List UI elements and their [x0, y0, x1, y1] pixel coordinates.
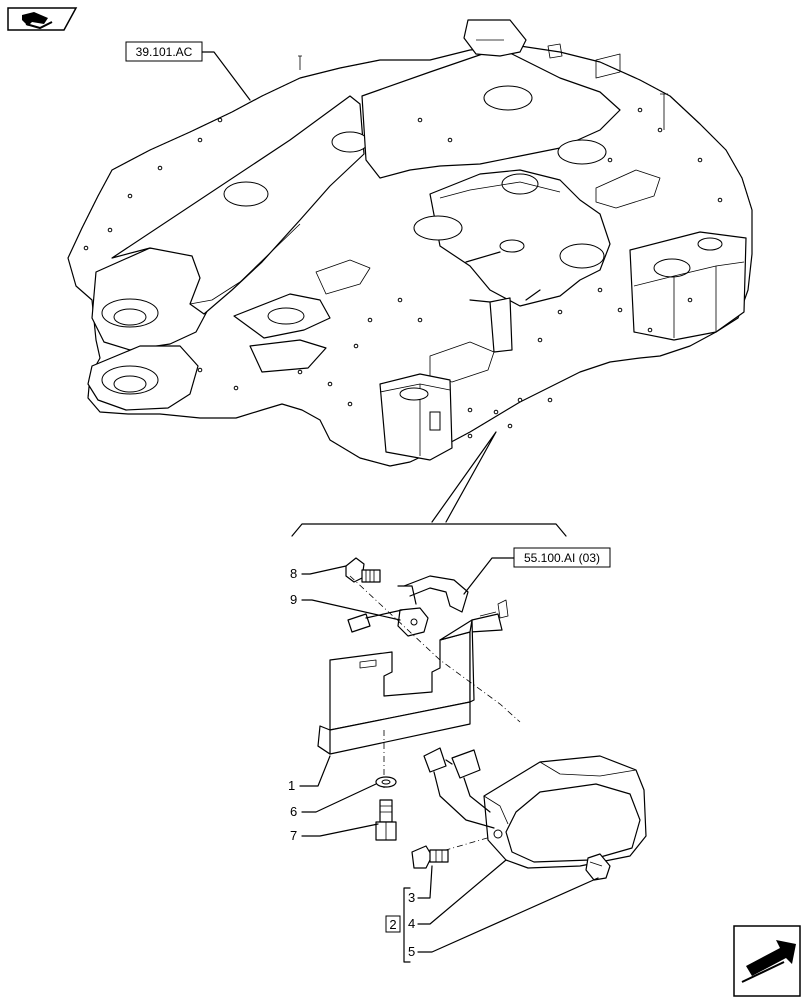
- cable-clip-9[interactable]: [347, 585, 429, 637]
- callout-4: 4: [408, 916, 415, 931]
- callout-3: 3: [408, 890, 415, 905]
- work-light-4[interactable]: [423, 747, 647, 869]
- callout-leaders: [299, 565, 599, 963]
- callout-2: 2: [389, 917, 396, 932]
- harness-reference-leader: [463, 557, 515, 595]
- screw-centerline: [431, 835, 495, 855]
- callout-8: 8: [290, 566, 297, 581]
- callout-6: 6: [290, 804, 297, 819]
- callout-7: 7: [290, 828, 297, 843]
- deck-bolt-holes: [83, 107, 723, 439]
- bolt-8[interactable]: [345, 557, 381, 583]
- upper-frame-assembly: [67, 19, 753, 467]
- callout-9: 9: [290, 592, 297, 607]
- washer-6[interactable]: [375, 776, 397, 788]
- assembly-centerline: [349, 575, 521, 723]
- next-page-arrow-icon[interactable]: [733, 925, 801, 997]
- callout-1: 1: [288, 778, 295, 793]
- kit-callout-box: 2: [385, 915, 401, 933]
- frame-reference-box[interactable]: 39.101.AC: [125, 41, 203, 62]
- callout-5: 5: [408, 944, 415, 959]
- detail-pointer-lines: [431, 431, 497, 523]
- screw-3[interactable]: [411, 845, 449, 869]
- bulb-5[interactable]: [585, 853, 611, 881]
- frame-reference-label: 39.101.AC: [136, 45, 193, 59]
- back-to-index-icon[interactable]: [7, 7, 78, 31]
- wire-harness-tube: [403, 575, 469, 613]
- detail-bracket-line: [291, 523, 567, 537]
- harness-reference-label: 55.100.AI (03): [524, 551, 600, 565]
- harness-reference-box[interactable]: 55.100.AI (03): [513, 547, 611, 568]
- work-light-mounting-bracket: [317, 599, 509, 755]
- bolt-7[interactable]: [375, 799, 397, 841]
- frame-reference-leader: [201, 51, 251, 101]
